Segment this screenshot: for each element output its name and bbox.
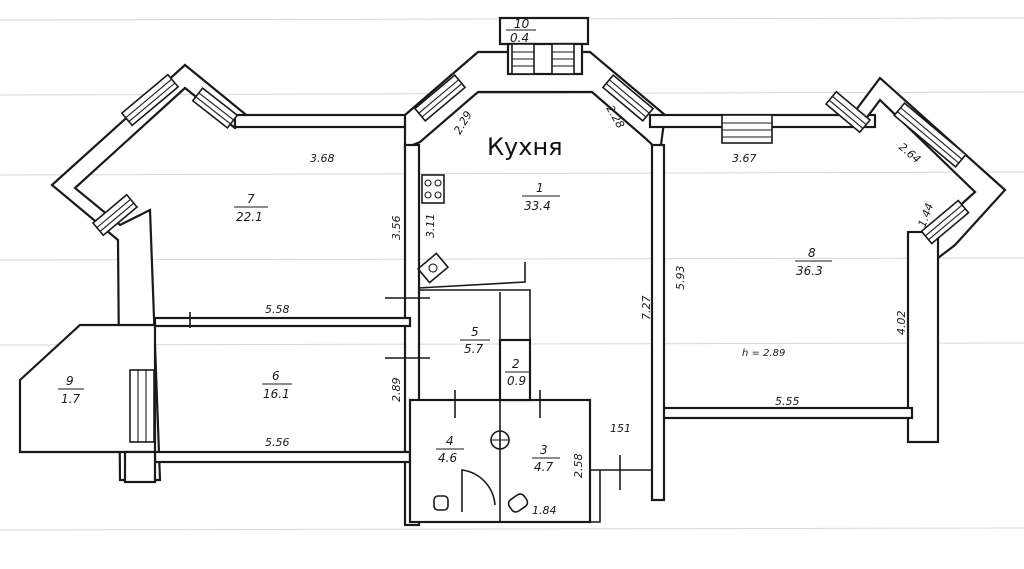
window-kitchen-right [601,74,655,122]
window-left-bay-2 [91,193,139,237]
window-right-bay-3 [920,199,970,245]
room-number: 6 [272,369,280,383]
room-number: 10 [514,17,530,31]
room-number: 9 [66,374,74,388]
room-area: 0.4 [510,31,529,45]
room-area: 5.7 [464,342,483,356]
window-kitchen-left [413,74,467,122]
room-number: 3 [540,443,548,457]
stove-icon [421,174,445,204]
room-number: 7 [247,192,255,206]
room-area: 4.7 [534,460,553,474]
window-room10-right [551,43,575,75]
toilet-icon-left [433,495,449,511]
kitchen-title: Кухня [487,133,563,161]
room-7-label: 7 22.1 [234,192,268,224]
room-area: 36.3 [796,264,823,278]
room-10-label: 10 0.4 [506,17,536,45]
room-5-label: 5 5.7 [460,325,490,356]
room-1-label: 1 33.4 [522,181,560,213]
windows [91,43,970,443]
room-number: 1 [536,181,544,195]
window-right-bay-2 [893,102,967,168]
sink-icon [416,252,450,284]
dim-5-56: 5.56 [265,436,290,449]
dim-3-56: 3.56 [390,216,403,241]
room-area: 0.9 [507,374,526,388]
room-number: 2 [512,357,520,371]
room-area: 22.1 [236,210,263,224]
dim-5-93: 5.93 [674,266,687,291]
door-ticks [189,297,621,490]
room-number: 4 [446,434,454,448]
window-room7-top [191,87,239,129]
room-number: 5 [471,325,479,339]
window-room6-left [129,369,155,443]
room-4-label: 4 4.6 [436,434,464,465]
window-left-bay-1 [120,73,180,127]
room-2-label: 2 0.9 [505,357,530,388]
dim-7-27: 7.27 [640,296,653,321]
room-area: 33.4 [524,199,551,213]
fixtures [189,174,621,513]
room-8-label: 8 36.3 [795,246,832,278]
window-room10-left [511,43,535,75]
dim-2-58: 2.58 [572,454,585,479]
room-number: 8 [808,246,816,260]
dim-2-89: 2.89 [390,378,403,403]
dim-2-64: 2.64 [896,140,923,166]
room-area: 4.6 [438,451,457,465]
toilet-icon-right [507,493,529,513]
dim-3-67: 3.67 [732,152,757,165]
window-room8-top [721,114,773,144]
dim-3-11: 3.11 [424,214,437,239]
dim-4-02: 4.02 [895,311,908,336]
dim-5-55: 5.55 [775,395,800,408]
dim-3-68: 3.68 [310,152,335,165]
room-area: 1.7 [61,392,80,406]
dim-5-58: 5.58 [265,303,290,316]
room-6-label: 6 16.1 [262,369,292,401]
ceiling-height-note: h = 2.89 [742,348,785,359]
dim-151: 151 [610,422,631,435]
dim-1-84: 1.84 [532,504,557,517]
room-area: 16.1 [263,387,290,401]
room-3-label: 3 4.7 [532,443,560,474]
shower-icon [490,430,510,450]
bathroom-door-arc [461,469,496,512]
window-right-bay-1 [824,90,872,134]
room-9-label: 9 1.7 [58,374,84,406]
